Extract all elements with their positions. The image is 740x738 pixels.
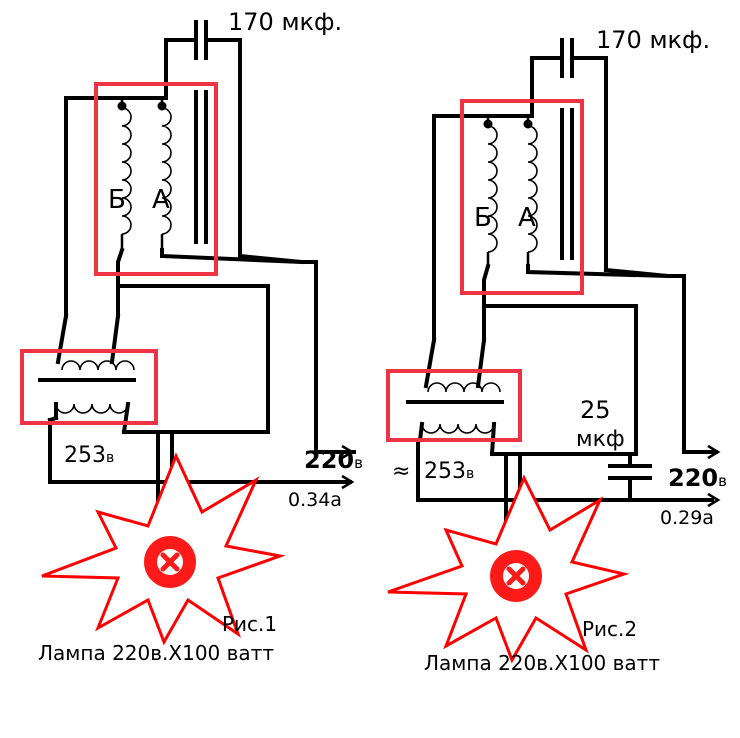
coil-b-label-fig2: Б [474,203,492,233]
coil-a-label-fig1: А [152,185,170,215]
capacitor-label-fig1: 170 мкф. [228,8,342,36]
capacitor-label-fig2: 170 мкф. [596,26,710,54]
transformer-highlight-fig2 [386,369,522,442]
wiring-fig2 [416,114,714,502]
voltage-253-fig1: 253в [64,443,114,468]
coil-b-fig1 [117,98,132,250]
coil-a-label-fig2: А [518,203,536,233]
coil-a-fig1 [157,98,172,250]
coil-b-fig2 [483,116,498,266]
arrow-current-fig1 [48,474,355,490]
arrow-220-fig2 [682,444,721,460]
coil-a-fig2 [523,116,538,266]
transformer-highlight-fig1 [20,349,158,425]
lamp-fig1 [41,430,286,646]
transformer-fig2 [406,382,510,457]
transformer-fig1 [38,360,162,435]
capacitor-170-fig2 [530,38,608,272]
cap25-value-fig2: 25 [580,396,611,424]
lamp-fig2 [387,452,630,664]
voltage-220-fig1: 220в [304,446,363,474]
lamp-label-fig1: Лампа 220в.Х100 ватт [38,641,274,665]
caption-fig2: Рис.2 [582,617,637,641]
voltage-253-fig2: 253в [424,459,474,484]
cap25-unit-fig2: мкф [576,427,625,452]
current-fig2: 0.29а [660,507,714,529]
arrow-220-fig1 [314,444,355,460]
ac-symbol-fig2: ≈ [392,459,410,484]
coil-b-label-fig1: Б [108,185,126,215]
coils-highlight-fig1 [94,82,218,276]
coils-highlight-fig2 [460,99,584,295]
figure-1: 170 мкф. Б А [20,8,363,665]
current-fig1: 0.34а [288,489,342,511]
figure-2: 170 мкф. Б А [386,26,727,675]
lamp-label-fig2: Лампа 220в.Х100 ватт [424,651,660,675]
caption-fig1: Рис.1 [222,612,277,636]
capacitor-170-fig1 [164,20,242,258]
voltage-220-fig2: 220в [668,464,727,492]
arrow-current-fig2 [707,492,721,508]
